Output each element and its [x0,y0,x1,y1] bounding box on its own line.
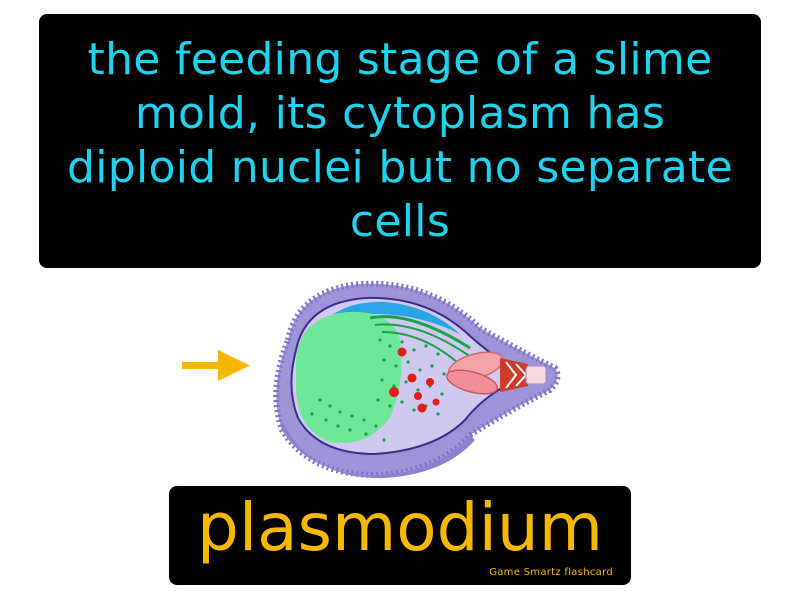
diploid-nuclei [389,347,440,413]
arrow-right-icon [182,350,250,381]
term-panel: plasmodium Game Smartz flashcard [169,486,631,585]
definition-text: the feeding stage of a slime mold, its c… [67,34,733,247]
brand-label: Game Smartz flashcard [489,567,613,578]
definition-panel: the feeding stage of a slime mold, its c… [39,14,761,268]
cytoplasm-dots [310,338,446,442]
term-text: plasmodium [196,489,604,566]
plasmodium-illustration [182,280,561,479]
organelles [446,351,547,395]
inner-body [290,296,517,456]
